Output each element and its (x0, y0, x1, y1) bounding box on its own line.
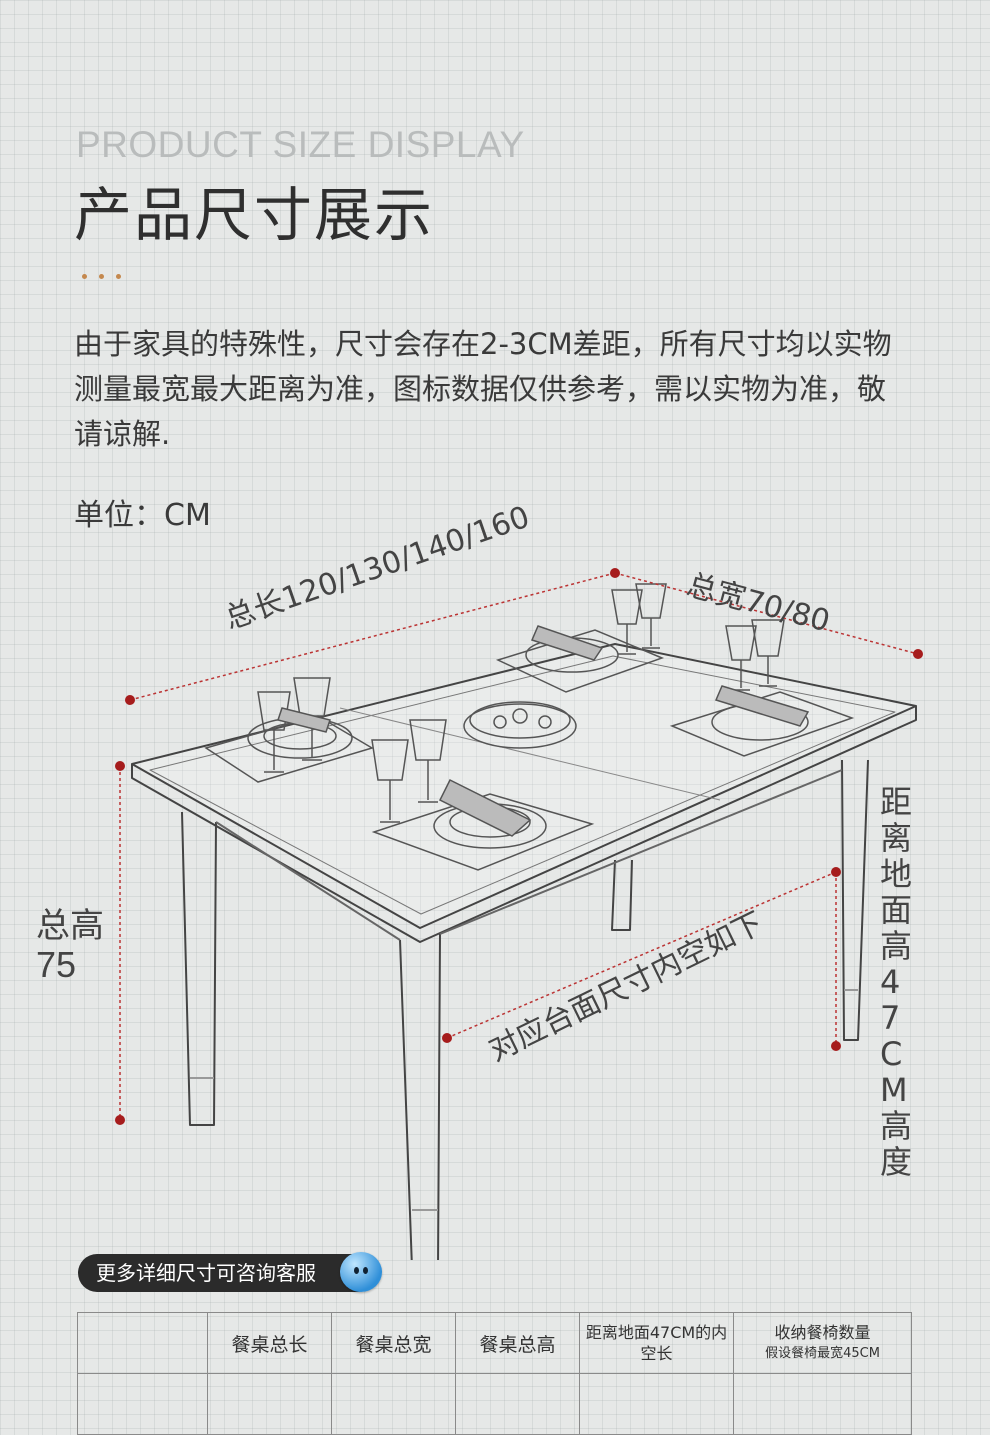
dining-table-sketch (115, 568, 923, 1260)
table-row (77, 1373, 912, 1435)
table-header-cell: 餐桌总高 (455, 1312, 580, 1374)
table-header-subtext: 假设餐椅最宽45CM (765, 1346, 880, 1361)
unit-label: 单位：CM (74, 498, 211, 533)
accent-dots (82, 266, 133, 284)
size-spec-table: 餐桌总长 餐桌总宽 餐桌总高 距离地面47CM的内空长 收纳餐椅数量 假设餐椅最… (77, 1312, 912, 1435)
table-header-text: 收纳餐椅数量 (774, 1323, 871, 1342)
floor-clearance-label: 距离地面高47CM高度 (880, 783, 913, 1181)
total-height-label: 总高 (36, 907, 104, 945)
table-header-cell: 餐桌总长 (207, 1312, 332, 1374)
english-title: PRODUCT SIZE DISPLAY (76, 124, 525, 165)
contact-support-button[interactable]: 更多详细尺寸可咨询客服 (78, 1254, 376, 1292)
table-header-row: 餐桌总长 餐桌总宽 餐桌总高 距离地面47CM的内空长 收纳餐椅数量 假设餐椅最… (77, 1312, 912, 1374)
page-title: 产品尺寸展示 (74, 181, 435, 249)
size-disclaimer: 由于家具的特殊性，尺寸会存在2-3CM差距，所有尺寸均以实物测量最宽最大距离为准… (74, 327, 892, 451)
table-header-cell: 距离地面47CM的内空长 (579, 1312, 734, 1374)
chat-bubble-icon[interactable] (340, 1252, 382, 1292)
table-header-cell: 餐桌总宽 (331, 1312, 456, 1374)
table-header-cell (77, 1312, 208, 1374)
total-height-value: 75 (36, 944, 77, 985)
table-header-cell: 收纳餐椅数量 假设餐椅最宽45CM (733, 1312, 912, 1374)
